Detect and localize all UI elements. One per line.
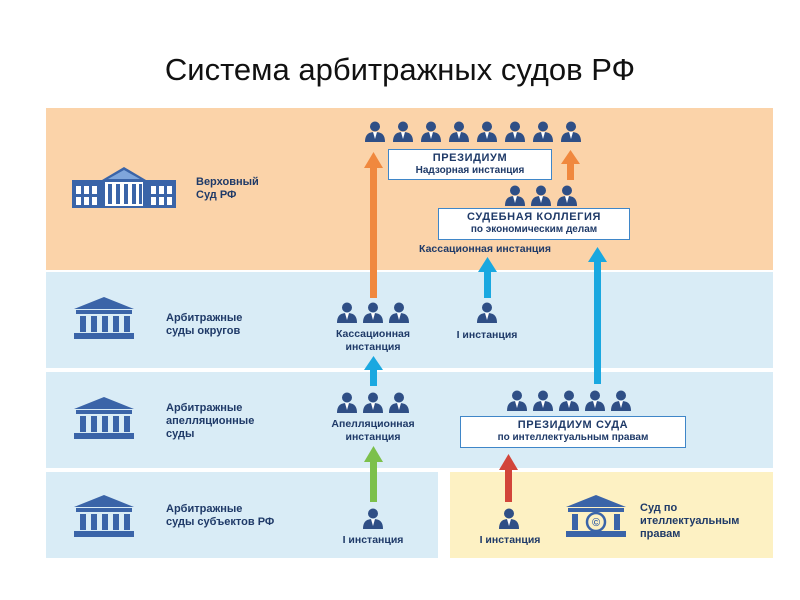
red-arrow-ip-first bbox=[499, 454, 518, 502]
subject-courthouse-icon bbox=[72, 494, 136, 538]
person-icon bbox=[560, 120, 582, 142]
person-icon bbox=[336, 391, 358, 413]
district-cassation-text: Кассационная инстанция bbox=[336, 328, 410, 353]
cassation-supreme-text: Кассационная инстанция bbox=[419, 243, 551, 255]
person-icon bbox=[362, 507, 384, 529]
ip-presidium-title: ПРЕЗИДИУМ СУДА bbox=[517, 419, 629, 431]
ip-court-label: Суд по ителлектуальным правам bbox=[640, 502, 740, 540]
person-icon bbox=[392, 120, 414, 142]
orange-arrow-left bbox=[364, 152, 383, 298]
green-arrow-subject bbox=[364, 446, 383, 502]
person-icon bbox=[362, 391, 384, 413]
collegium-box: СУДЕБНАЯ КОЛЛЕГИЯ по экономическим делам bbox=[438, 208, 630, 240]
person-icon bbox=[476, 120, 498, 142]
blue-arrow-appeal bbox=[364, 356, 383, 386]
blue-arrow-district-first bbox=[478, 257, 497, 298]
ip-court-band bbox=[450, 472, 773, 558]
supreme-court-label: Верховный Суд РФ bbox=[196, 176, 259, 201]
district-first-instance-text: I инстанция bbox=[456, 329, 518, 341]
district-courts-band bbox=[46, 272, 773, 368]
ip-presidium-subtitle: по интеллектуальным правам bbox=[497, 432, 649, 443]
person-icon bbox=[420, 120, 442, 142]
ip-presidium-box: ПРЕЗИДИУМ СУДА по интеллектуальным права… bbox=[460, 416, 686, 448]
presidium-subtitle: Надзорная инстанция bbox=[415, 165, 525, 176]
person-icon bbox=[388, 391, 410, 413]
collegium-title: СУДЕБНАЯ КОЛЛЕГИЯ bbox=[466, 211, 602, 223]
appeal-courts-label: Арбитражные апелляционные суды bbox=[166, 402, 255, 440]
person-icon bbox=[558, 389, 580, 411]
supreme-court-building-icon bbox=[72, 166, 176, 210]
person-icon bbox=[336, 301, 358, 323]
person-icon bbox=[364, 120, 386, 142]
person-icon bbox=[498, 507, 520, 529]
ip-first-instance-text: I инстанция bbox=[479, 534, 541, 546]
person-icon bbox=[388, 301, 410, 323]
collegium-subtitle: по экономическим делам bbox=[470, 224, 598, 235]
presidium-title: ПРЕЗИДИУМ bbox=[432, 152, 508, 164]
district-courts-label: Арбитражные суды округов bbox=[166, 312, 243, 337]
person-icon bbox=[532, 389, 554, 411]
person-icon bbox=[476, 301, 498, 323]
subject-first-instance-text: I инстанция bbox=[342, 534, 404, 546]
person-icon bbox=[556, 184, 578, 206]
orange-arrow-right bbox=[561, 150, 580, 180]
appeal-instance-text: Апелляционная инстанция bbox=[331, 418, 415, 443]
svg-text:©: © bbox=[592, 517, 600, 529]
district-courthouse-icon bbox=[72, 296, 136, 340]
person-icon bbox=[504, 120, 526, 142]
person-icon bbox=[610, 389, 632, 411]
page-title: Система арбитражных судов РФ bbox=[164, 52, 636, 87]
person-icon bbox=[362, 301, 384, 323]
presidium-box: ПРЕЗИДИУМ Надзорная инстанция bbox=[388, 149, 552, 180]
ip-courthouse-icon: © bbox=[564, 494, 628, 538]
person-icon bbox=[530, 184, 552, 206]
person-icon bbox=[506, 389, 528, 411]
person-icon bbox=[448, 120, 470, 142]
person-icon bbox=[532, 120, 554, 142]
blue-arrow-ip-presidium bbox=[588, 247, 607, 384]
person-icon bbox=[584, 389, 606, 411]
appeal-courthouse-icon bbox=[72, 396, 136, 440]
person-icon bbox=[504, 184, 526, 206]
subject-courts-label: Арбитражные суды субъектов РФ bbox=[166, 503, 275, 528]
